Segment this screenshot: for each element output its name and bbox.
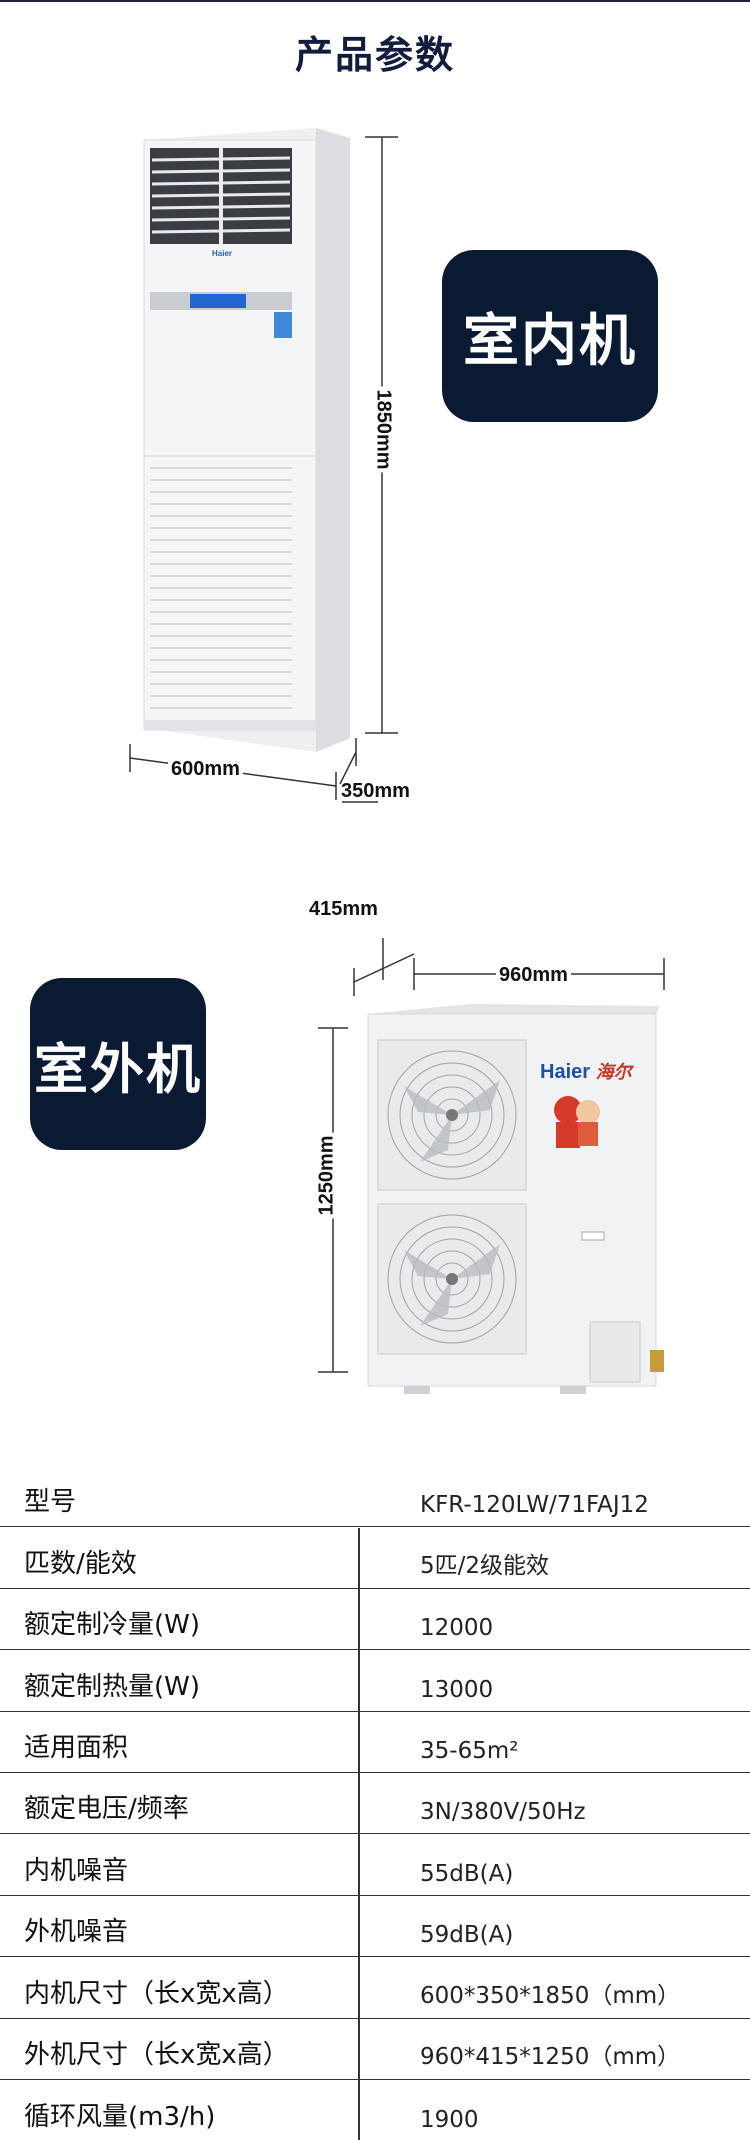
- spec-value: 3N/380V/50Hz: [420, 1799, 586, 1826]
- page-title: 产品参数: [294, 33, 455, 77]
- spec-label: 额定制热量(W): [24, 1671, 200, 1702]
- spec-label: 型号: [24, 1487, 77, 1518]
- spec-label: 外机噪音: [24, 1917, 129, 1948]
- spec-value: 12000: [420, 1615, 494, 1642]
- indoor-unit-image: Haier: [143, 128, 350, 752]
- spec-row-model: 型号 KFR-120LW/71FAJ12: [0, 1466, 750, 1528]
- spec-value: 13000: [420, 1676, 494, 1703]
- spec-row: 匹数/能效 5匹/2级能效: [0, 1527, 750, 1589]
- spec-label: 内机噪音: [24, 1855, 129, 1886]
- spec-value: 5匹/2级能效: [420, 1552, 550, 1579]
- outdoor-height-label: 1250mm: [315, 1132, 339, 1219]
- spec-label: 匹数/能效: [24, 1548, 137, 1579]
- spec-label: 额定制冷量(W): [24, 1610, 200, 1641]
- spec-row: 额定制热量(W) 13000: [0, 1650, 750, 1712]
- spec-label: 适用面积: [24, 1732, 129, 1763]
- outdoor-unit-image: [367, 1004, 664, 1394]
- spec-row: 外机尺寸（长x宽x高） 960*415*1250（mm）: [0, 2019, 750, 2080]
- spec-value: KFR-120LW/71FAJ12: [420, 1492, 649, 1519]
- brand-chinese: 海尔: [595, 1062, 632, 1082]
- indoor-depth-label: 350mm: [341, 780, 410, 802]
- spec-value: 55dB(A): [420, 1860, 514, 1887]
- indoor-unit-badge: 室内机: [442, 250, 658, 422]
- spec-label: 循环风量(m3/h): [24, 2102, 216, 2133]
- svg-text:Haier: Haier: [212, 249, 232, 258]
- spec-label: 内机尺寸（长x宽x高）: [24, 1978, 289, 2009]
- spec-row: 额定电压/频率 3N/380V/50Hz: [0, 1773, 750, 1835]
- spec-label: 外机尺寸（长x宽x高）: [24, 2039, 289, 2070]
- spec-row: 循环风量(m3/h) 1900: [0, 2080, 750, 2140]
- spec-row: 外机噪音 59dB(A): [0, 1896, 750, 1958]
- spec-row: 内机尺寸（长x宽x高） 600*350*1850（mm）: [0, 1957, 750, 2019]
- outdoor-width-label: 960mm: [496, 964, 571, 987]
- spec-row: 内机噪音 55dB(A): [0, 1834, 750, 1896]
- spec-row: 额定制冷量(W) 12000: [0, 1589, 750, 1651]
- spec-label: 额定电压/频率: [24, 1794, 189, 1825]
- indoor-width-label: 600mm: [168, 758, 243, 781]
- spec-row: 适用面积 35-65m²: [0, 1712, 750, 1773]
- spec-value: 35-65m²: [420, 1737, 519, 1764]
- spec-table: 型号 KFR-120LW/71FAJ12 匹数/能效 5匹/2级能效 额定制冷量…: [0, 1466, 750, 2140]
- brand-latin: Haier: [540, 1061, 591, 1083]
- spec-value: 1900: [420, 2107, 479, 2134]
- spec-column-divider: [358, 1528, 360, 2140]
- indoor-height-label: 1850mm: [371, 386, 395, 473]
- top-border: [0, 0, 750, 2]
- spec-value: 600*350*1850（mm）: [420, 1982, 681, 2009]
- outdoor-depth-label: 415mm: [306, 898, 381, 921]
- outdoor-brand-logo: Haier 海尔: [540, 1058, 632, 1084]
- spec-value: 960*415*1250（mm）: [420, 2043, 681, 2070]
- outdoor-unit-badge: 室外机: [30, 978, 206, 1150]
- spec-value: 59dB(A): [420, 1922, 514, 1949]
